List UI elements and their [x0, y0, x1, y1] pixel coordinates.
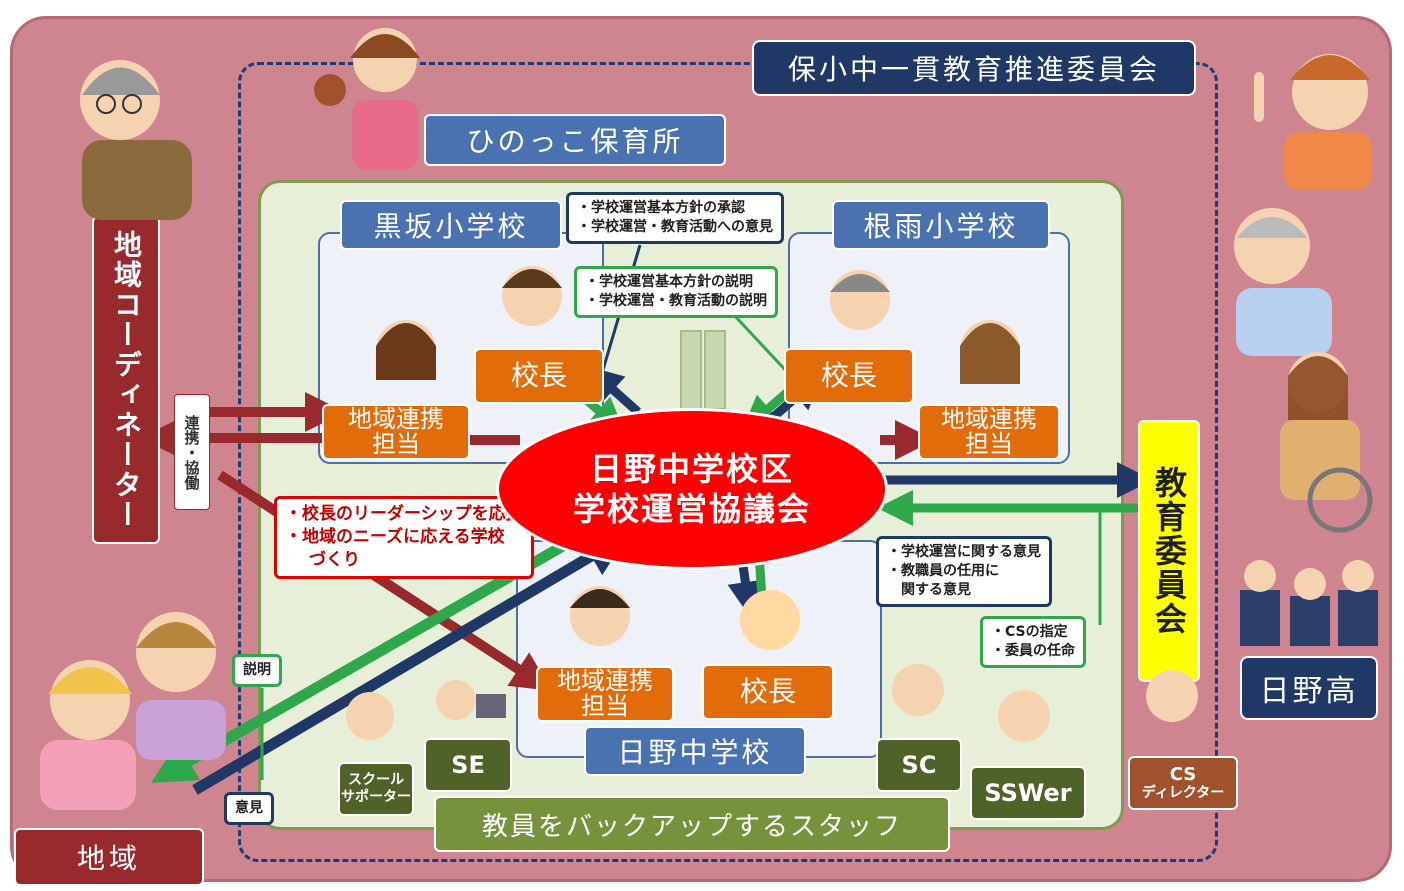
council-dashed-border [238, 62, 1218, 862]
region-label: 地域 [14, 828, 204, 886]
callout-explanation: ・学校運営基本方針の説明・学校運営・教育活動の説明 [574, 266, 778, 318]
sc-box: SC [876, 738, 962, 792]
callout-support: ・校長のリーダーシップを応援・地域のニーズに応える学校づくり [274, 496, 534, 579]
callout-opinions: ・学校運営に関する意見・教職員の任用に関する意見 [876, 536, 1052, 607]
sswer-box: SSWer [970, 766, 1086, 820]
hino-jh-label: 日野中学校 [584, 726, 806, 776]
callout-approval: ・学校運営基本方針の承認・学校運営・教育活動への意見 [566, 192, 784, 244]
se-box: SE [424, 738, 512, 792]
council-title: 保小中一貫教育推進委員会 [752, 40, 1196, 96]
nebara-liaison: 地域連携担当 [918, 404, 1060, 460]
arrow-region-to-council [192, 533, 629, 795]
hino-jh-principal: 校長 [702, 664, 834, 720]
hino-jh-liaison: 地域連携担当 [536, 666, 674, 722]
nebara-school-label: 根雨小学校 [832, 200, 1050, 250]
kurosaka-principal: 校長 [474, 348, 604, 404]
coordination-label: 連携・協働 [174, 394, 210, 510]
kurosaka-school-label: 黒坂小学校 [340, 200, 562, 250]
nebara-principal: 校長 [784, 348, 914, 404]
callout-explain-small: 説明 [232, 654, 282, 687]
kurosaka-liaison: 地域連携担当 [322, 404, 470, 460]
board-of-education: 教育委員会 [1138, 420, 1200, 682]
school-supporter-box: スクールサポーター [338, 762, 414, 816]
nursery-label: ひのっこ保育所 [424, 114, 726, 166]
regional-coordinator: 地域コーディネーター [92, 216, 160, 544]
callout-opinion-small: 意見 [224, 792, 274, 825]
arrow-council-to-kurosaka-principal [586, 365, 642, 416]
school-council-ellipse: 日野中学校区 学校運営協議会 [496, 408, 888, 570]
backup-staff-label: 教員をバックアップするスタッフ [434, 796, 950, 852]
callout-cs-designation: ・CSの指定・委員の任命 [980, 616, 1086, 668]
hino-high-label: 日野高 [1240, 656, 1378, 720]
